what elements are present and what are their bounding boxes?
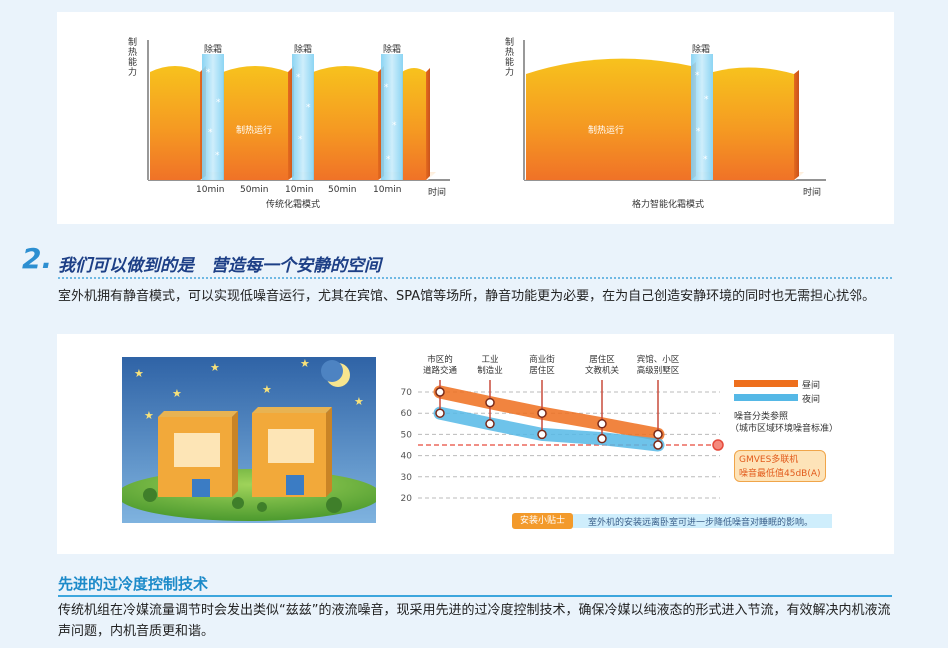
y-axis-label: 制热能力 <box>505 38 515 78</box>
x-tick: 10min <box>373 185 402 195</box>
heating-block <box>713 67 794 180</box>
svg-text:★: ★ <box>210 361 220 374</box>
y-tick-label: 30 <box>401 473 413 483</box>
y-tick-label: 40 <box>401 452 413 462</box>
svg-text:*: * <box>695 71 700 81</box>
svg-text:*: * <box>703 155 708 165</box>
data-point <box>435 408 445 418</box>
heating-run-label: 制热运行 <box>588 126 625 136</box>
legend-day-swatch <box>734 380 798 387</box>
section-paragraph: 室外机拥有静音模式，可以实现低噪音运行，尤其在宾馆、SPA馆等场所，静音功能更为… <box>58 289 876 304</box>
data-point <box>537 408 547 418</box>
svg-text:★: ★ <box>354 395 364 408</box>
legend-note: 噪音分类参照 <box>734 412 789 422</box>
category-label: 居住区 <box>529 365 555 376</box>
defrost-label: 除霜 <box>692 45 711 55</box>
data-point <box>435 387 445 397</box>
y-axis-label: 制热能力 <box>128 38 138 78</box>
svg-text:*: * <box>298 135 303 145</box>
highlight-callout: GMVES多联机 噪音最低值45dB(A) <box>734 450 826 482</box>
data-point <box>485 419 495 429</box>
data-point <box>597 419 607 429</box>
data-point <box>653 429 663 440</box>
category-label: 商业街 <box>529 354 555 365</box>
tip-bar <box>512 514 832 528</box>
defrost-label: 除霜 <box>383 45 402 55</box>
traditional-defrost-chart: * * * * * * * * * * <box>147 40 450 181</box>
defrost-bar <box>292 54 314 180</box>
section3-underline <box>58 595 892 597</box>
data-point <box>485 397 495 408</box>
svg-text:*: * <box>392 121 397 131</box>
smart-defrost-chart: * * * * <box>523 40 826 181</box>
x-tick: 10min <box>196 185 225 195</box>
category-label: 市区的 <box>427 354 453 365</box>
highlight-line1: GMVES多联机 <box>739 455 799 465</box>
legend-note-sub: （城市区域环境噪音标准） <box>730 424 839 434</box>
data-point <box>597 433 607 444</box>
category-label: 制造业 <box>477 365 503 376</box>
section3-title: 先进的过冷度控制技术 <box>58 575 209 593</box>
heating-block <box>313 66 378 180</box>
defrost-label: 除霜 <box>294 45 313 55</box>
category-label: 文教机关 <box>585 365 620 376</box>
y-tick-label: 20 <box>401 494 413 504</box>
heating-block <box>150 66 200 180</box>
x-tick: 10min <box>285 185 314 195</box>
svg-text:★: ★ <box>144 409 154 422</box>
highlight-line2: 噪音最低值45dB(A) <box>739 469 821 479</box>
series-band <box>433 385 665 441</box>
heating-block <box>223 66 288 180</box>
legend-day-label: 昼间 <box>802 381 821 391</box>
svg-text:★: ★ <box>262 383 272 396</box>
night-buildings-illustration: ★★★★ ★★★★ <box>122 357 376 523</box>
category-label: 高级别墅区 <box>637 365 680 376</box>
tip-badge: 安装小贴士 <box>512 513 574 529</box>
svg-text:*: * <box>206 68 211 78</box>
x-axis-end-label: 时间 <box>428 188 447 198</box>
category-label: 工业 <box>481 354 498 365</box>
category-label: 居住区 <box>589 354 615 365</box>
tip-text: 室外机的安装远离卧室可进一步降低噪音对睡眠的影响。 <box>588 518 814 528</box>
category-label: 道路交通 <box>423 365 458 376</box>
data-point <box>537 429 547 440</box>
defrost-label: 除霜 <box>204 45 223 55</box>
svg-text:*: * <box>296 73 301 83</box>
x-axis-end-label: 时间 <box>803 188 822 198</box>
svg-text:★: ★ <box>134 367 144 380</box>
svg-text:*: * <box>384 83 389 93</box>
x-tick: 50min <box>240 185 269 195</box>
svg-text:★: ★ <box>300 357 310 370</box>
y-tick-label: 50 <box>401 430 413 440</box>
section3-paragraph: 传统机组在冷媒流量调节时会发出类似“兹兹”的液流噪音，现采用先进的过冷度控制技术… <box>58 603 891 639</box>
section-title: 我们可以做到的是 营造每一个安静的空间 <box>58 256 381 276</box>
legend-night-swatch <box>734 394 798 401</box>
heating-run-label: 制热运行 <box>236 126 273 136</box>
defrost-bar <box>381 54 403 180</box>
dotted-divider <box>58 277 892 279</box>
y-tick-label: 60 <box>401 409 413 419</box>
heating-block <box>402 68 426 180</box>
chart-caption: 格力智能化霜模式 <box>632 200 705 210</box>
svg-text:*: * <box>208 128 213 138</box>
legend-night-label: 夜间 <box>802 395 821 405</box>
defrost-bar <box>691 54 713 180</box>
svg-text:*: * <box>216 98 221 108</box>
defrost-bar <box>202 54 224 180</box>
noise-standard-chart: 706050403020市区的道路交通工业制造业商业街居住区居住区文教机关宾馆、… <box>401 354 724 504</box>
category-label: 宾馆、小区 <box>637 354 680 365</box>
svg-text:*: * <box>386 155 391 165</box>
y-tick-label: 70 <box>401 388 413 398</box>
svg-text:*: * <box>704 95 709 105</box>
svg-text:*: * <box>696 127 701 137</box>
highlight-point <box>712 439 724 451</box>
svg-text:*: * <box>306 103 311 113</box>
heating-block <box>526 58 691 180</box>
section-number: 2. <box>22 242 53 275</box>
data-point <box>653 440 663 450</box>
x-tick: 50min <box>328 185 357 195</box>
chart-caption: 传统化霜模式 <box>266 200 321 210</box>
svg-text:★: ★ <box>172 387 182 400</box>
svg-text:*: * <box>215 151 220 161</box>
